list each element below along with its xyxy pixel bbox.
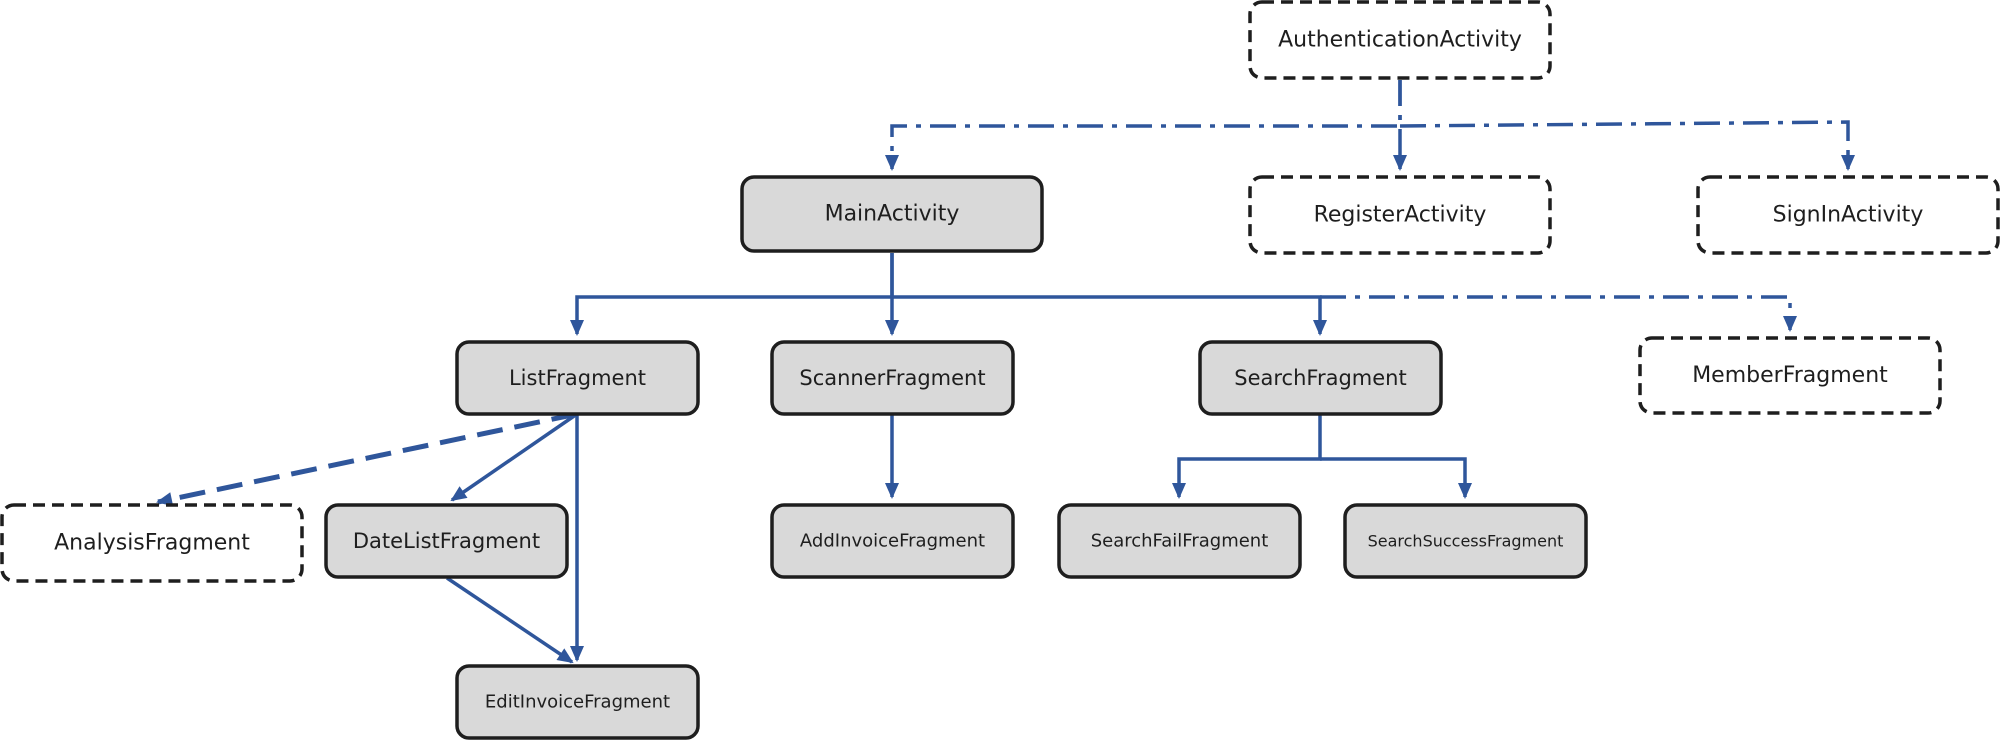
node-box [1638, 336, 1942, 415]
node-register-activity: RegisterActivity [1248, 175, 1552, 255]
node-searchsuccess-fragment: SearchSuccessFragment [1343, 503, 1588, 579]
node-authentication-activity: AuthenticationActivity [1248, 0, 1552, 80]
edge-authentication-activity-to-register-activity [1393, 80, 1407, 171]
edge-main-activity-to-scanner-fragment [885, 253, 899, 336]
node-box [770, 340, 1015, 416]
node-box [324, 503, 569, 579]
node-label: AnalysisFragment [54, 531, 250, 556]
node-editinvoice-fragment: EditInvoiceFragment [455, 664, 700, 740]
arrowhead [1783, 316, 1797, 332]
arrowhead [1313, 320, 1327, 336]
node-main-activity: MainActivity [740, 175, 1044, 253]
edge-search-fragment-to-searchsuccess-fragment [1320, 457, 1472, 499]
edge-line [1320, 457, 1467, 497]
edge-datelist-fragment-to-editinvoice-fragment [446, 576, 574, 664]
node-label: MemberFragment [1692, 363, 1888, 388]
node-label: RegisterActivity [1314, 203, 1487, 228]
arrowhead [1458, 483, 1472, 499]
edge-main-activity-to-list-fragment [570, 253, 894, 336]
node-box [740, 175, 1044, 253]
node-box [0, 503, 304, 583]
node-datelist-fragment: DateListFragment [324, 503, 569, 579]
node-box [1198, 340, 1443, 416]
node-label: SearchFragment [1234, 366, 1406, 390]
edge-list-fragment-to-analysis-fragment [156, 411, 578, 506]
arrowhead [156, 492, 174, 506]
edge-scanner-fragment-to-addinvoice-fragment [885, 414, 899, 499]
arrowhead [450, 486, 468, 502]
edge-line [575, 253, 894, 334]
edge-line [451, 412, 578, 502]
arrowhead [1172, 483, 1186, 499]
edge-main-activity-to-search-fragment [892, 295, 1327, 336]
node-label: AuthenticationActivity [1278, 28, 1522, 53]
node-list-fragment: ListFragment [455, 340, 700, 416]
arrowhead [885, 320, 899, 336]
node-analysis-fragment: AnalysisFragment [0, 503, 304, 583]
node-box [1248, 0, 1552, 80]
node-box [455, 340, 700, 416]
edge-search-fragment-to-searchfail-fragment [1172, 414, 1322, 499]
arrowhead [885, 483, 899, 499]
node-scanner-fragment: ScannerFragment [770, 340, 1015, 416]
node-label: EditInvoiceFragment [485, 692, 670, 713]
edge-line [157, 411, 578, 505]
edge-list-fragment-to-editinvoice-fragment [570, 414, 584, 662]
node-box [770, 503, 1015, 579]
edge-main-activity-to-member-fragment [1320, 295, 1797, 332]
node-box [1343, 503, 1588, 579]
edge-line [892, 295, 1322, 334]
node-label: MainActivity [825, 202, 960, 227]
node-addinvoice-fragment: AddInvoiceFragment [770, 503, 1015, 579]
node-box [1057, 503, 1302, 579]
node-search-fragment: SearchFragment [1198, 340, 1443, 416]
edge-line [446, 576, 573, 664]
edge-line [1320, 295, 1792, 330]
node-label: ScannerFragment [799, 366, 985, 390]
node-signin-activity: SignInActivity [1696, 175, 2000, 255]
edge-line [890, 80, 1402, 169]
edge-line [1399, 120, 1850, 169]
arrowhead [556, 648, 574, 664]
node-label: DateListFragment [353, 529, 540, 553]
node-searchfail-fragment: SearchFailFragment [1057, 503, 1302, 579]
edge-authentication-activity-to-signin-activity [1399, 120, 1855, 171]
arrowhead [1841, 155, 1855, 171]
node-label: SignInActivity [1773, 203, 1924, 228]
node-label: SearchFailFragment [1091, 531, 1269, 552]
node-label: SearchSuccessFragment [1368, 532, 1564, 551]
node-member-fragment: MemberFragment [1638, 336, 1942, 415]
arrowhead [570, 646, 584, 662]
arrowhead [1393, 155, 1407, 171]
node-box [455, 664, 700, 740]
arrowhead [885, 155, 899, 171]
edge-line [1177, 414, 1322, 497]
edge-list-fragment-to-datelist-fragment [450, 412, 578, 502]
node-label: AddInvoiceFragment [800, 531, 985, 552]
arrowhead [570, 320, 584, 336]
edge-authentication-activity-to-main-activity [885, 80, 1402, 171]
node-box [1248, 175, 1552, 255]
node-box [1696, 175, 2000, 255]
node-label: ListFragment [509, 366, 646, 390]
edge-layer [156, 80, 1855, 664]
